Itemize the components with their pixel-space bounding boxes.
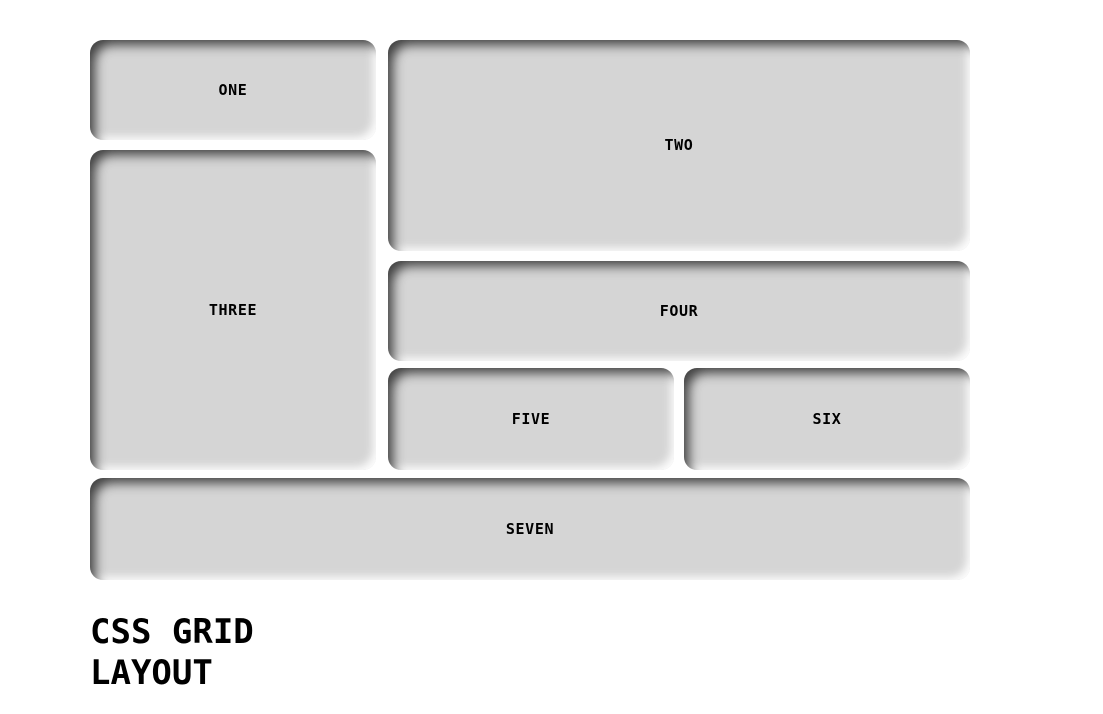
grid-cell-label-seven: SEVEN bbox=[505, 519, 555, 538]
grid-cell-label-three: THREE bbox=[208, 300, 258, 319]
grid-cell-seven[interactable]: SEVEN bbox=[90, 478, 970, 580]
grid-cell-one[interactable]: ONE bbox=[90, 40, 376, 140]
page-title: CSS GRID LAYOUT bbox=[90, 612, 254, 693]
css-grid-container: ONE TWO THREE FOUR FIVE SIX SEVEN bbox=[90, 40, 970, 580]
grid-cell-label-two: TWO bbox=[664, 136, 694, 154]
grid-cell-label-six: SIX bbox=[812, 409, 842, 428]
grid-cell-label-four: FOUR bbox=[659, 301, 699, 320]
grid-cell-four[interactable]: FOUR bbox=[388, 261, 970, 361]
grid-cell-label-five: FIVE bbox=[511, 409, 551, 428]
grid-cell-two[interactable]: TWO bbox=[388, 40, 970, 251]
grid-cell-six[interactable]: SIX bbox=[684, 368, 970, 470]
grid-cell-label-one: ONE bbox=[218, 80, 248, 99]
grid-cell-five[interactable]: FIVE bbox=[388, 368, 674, 470]
grid-cell-three[interactable]: THREE bbox=[90, 150, 376, 470]
